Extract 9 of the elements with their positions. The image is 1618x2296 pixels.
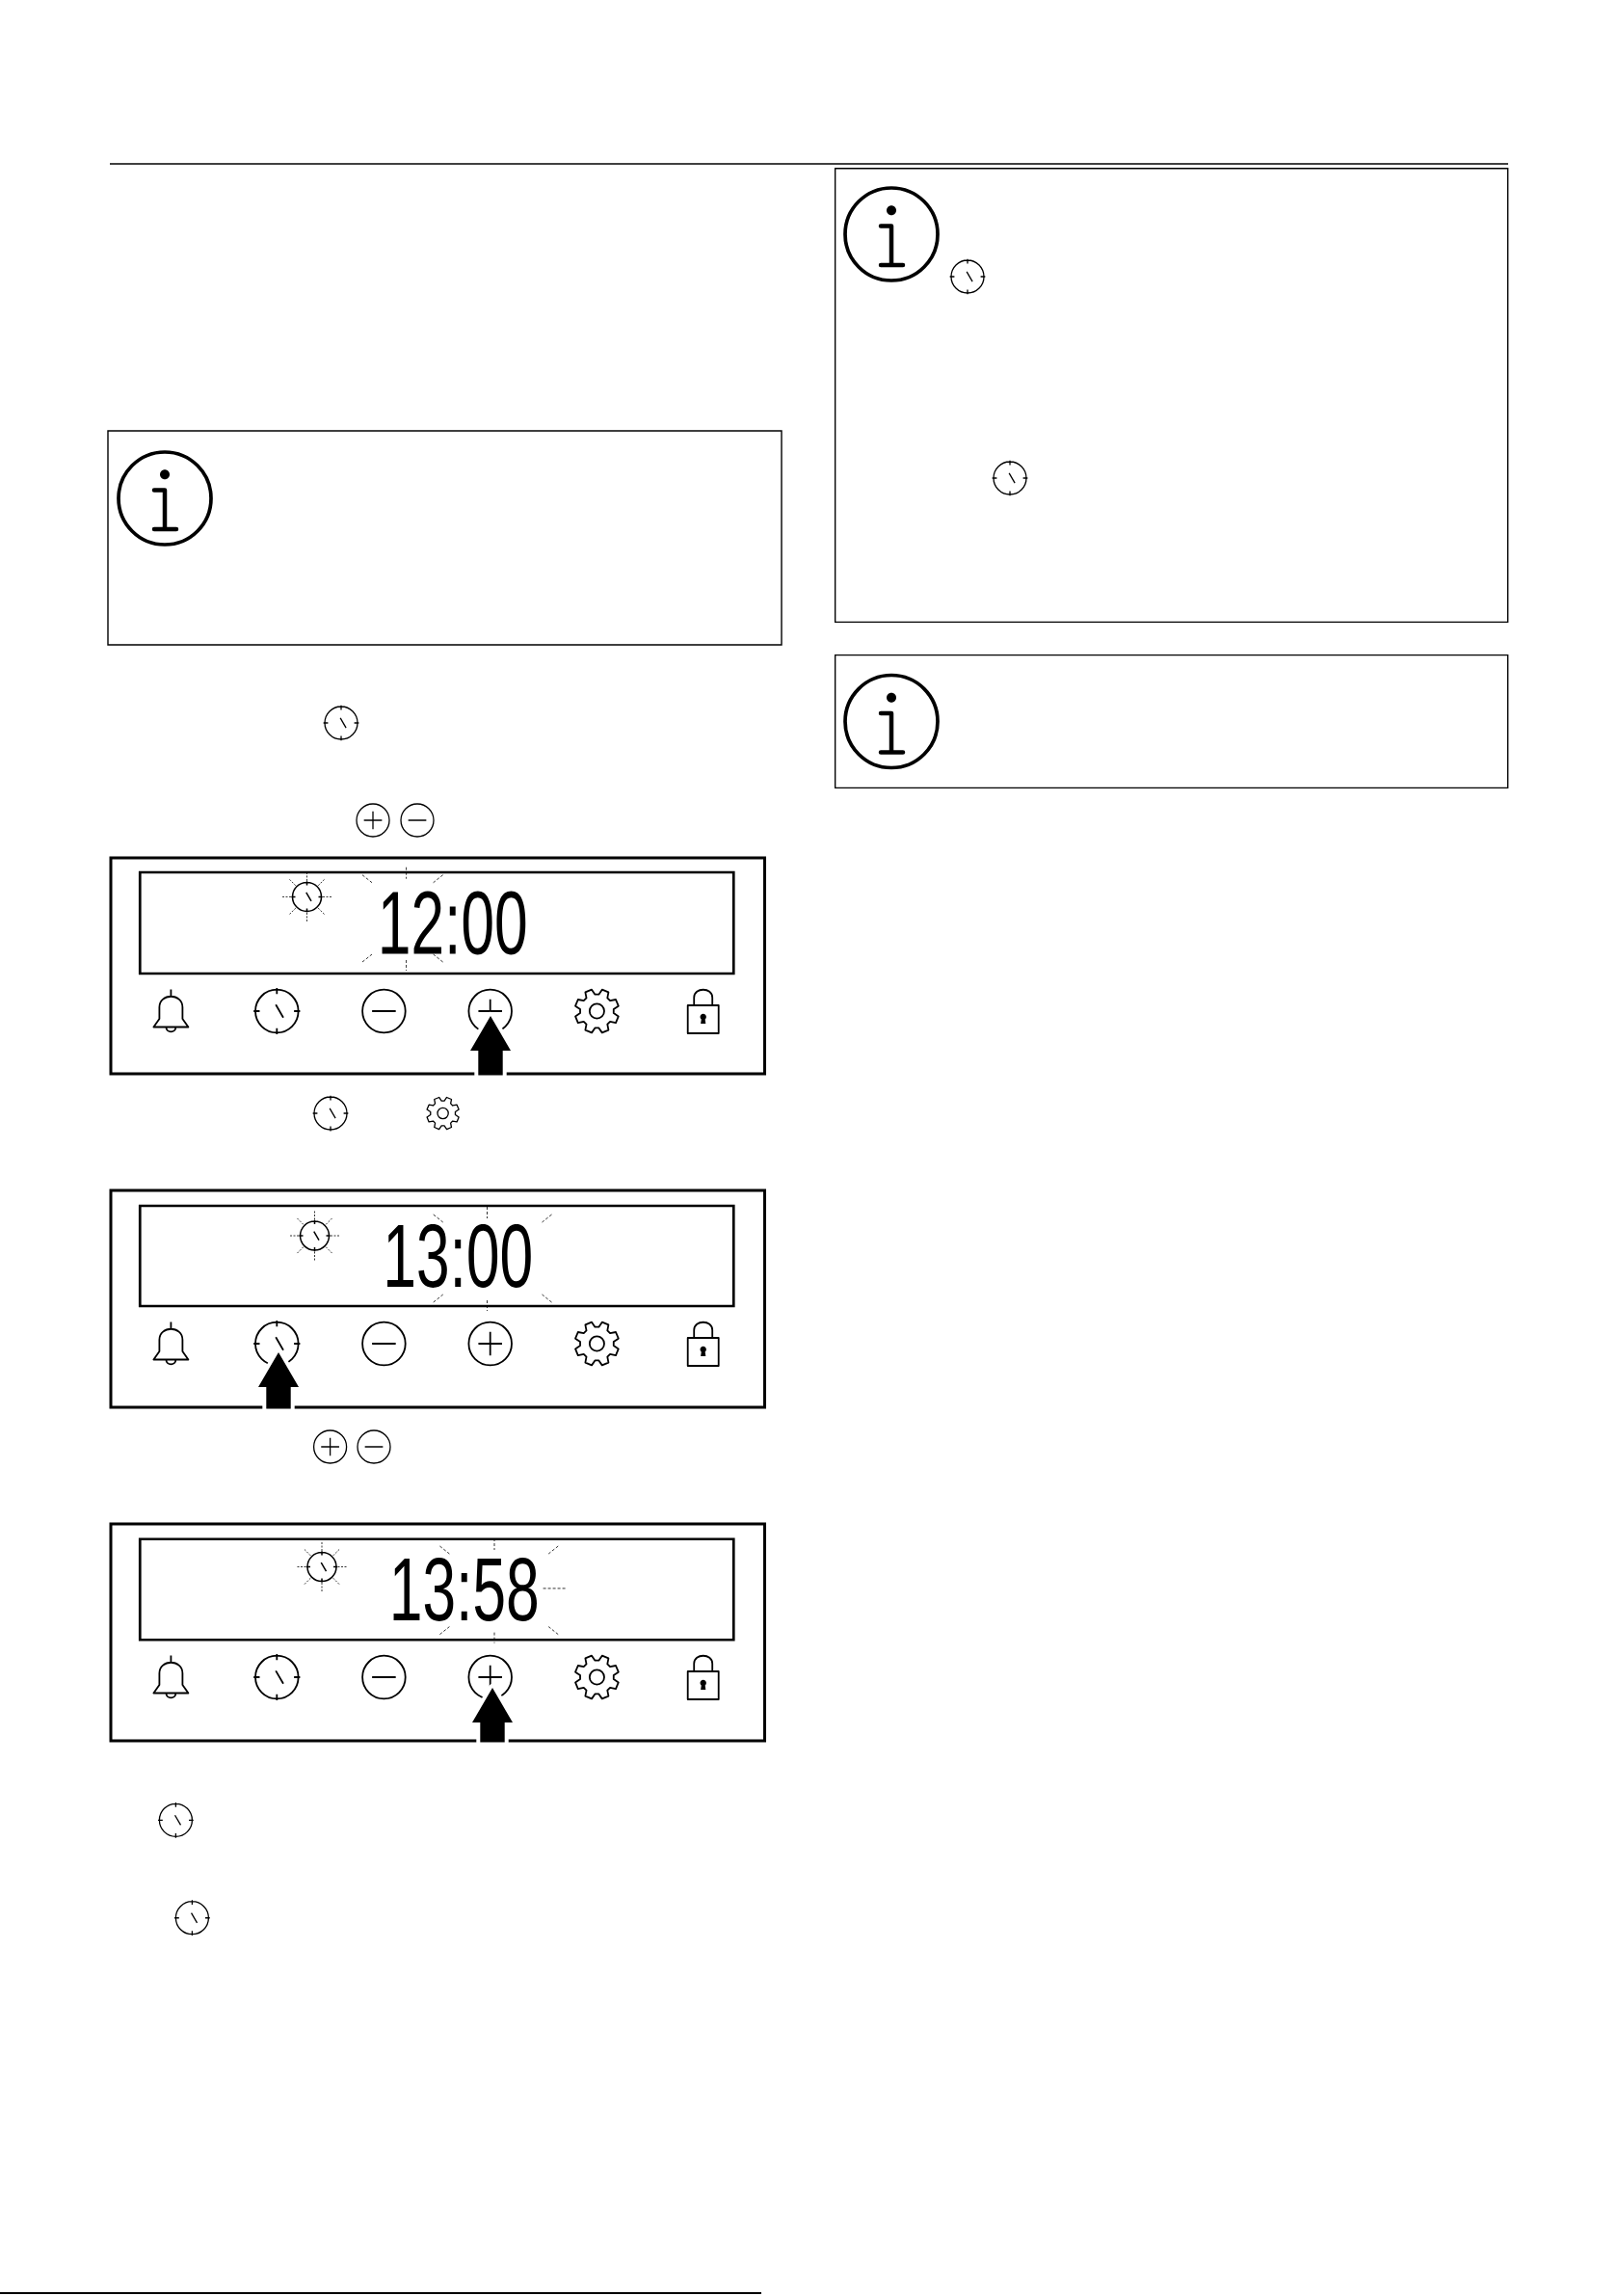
- lcd-display: 13:00: [138, 1204, 735, 1308]
- control-panel: [109, 856, 766, 1076]
- note-box: [107, 430, 782, 646]
- control-panel: [109, 1188, 766, 1409]
- lcd-display: 13:58: [138, 1537, 735, 1642]
- lcd-display: 12:00: [138, 870, 735, 975]
- note-box: [834, 654, 1509, 789]
- note-box: [834, 168, 1509, 624]
- control-panel: [109, 1522, 766, 1743]
